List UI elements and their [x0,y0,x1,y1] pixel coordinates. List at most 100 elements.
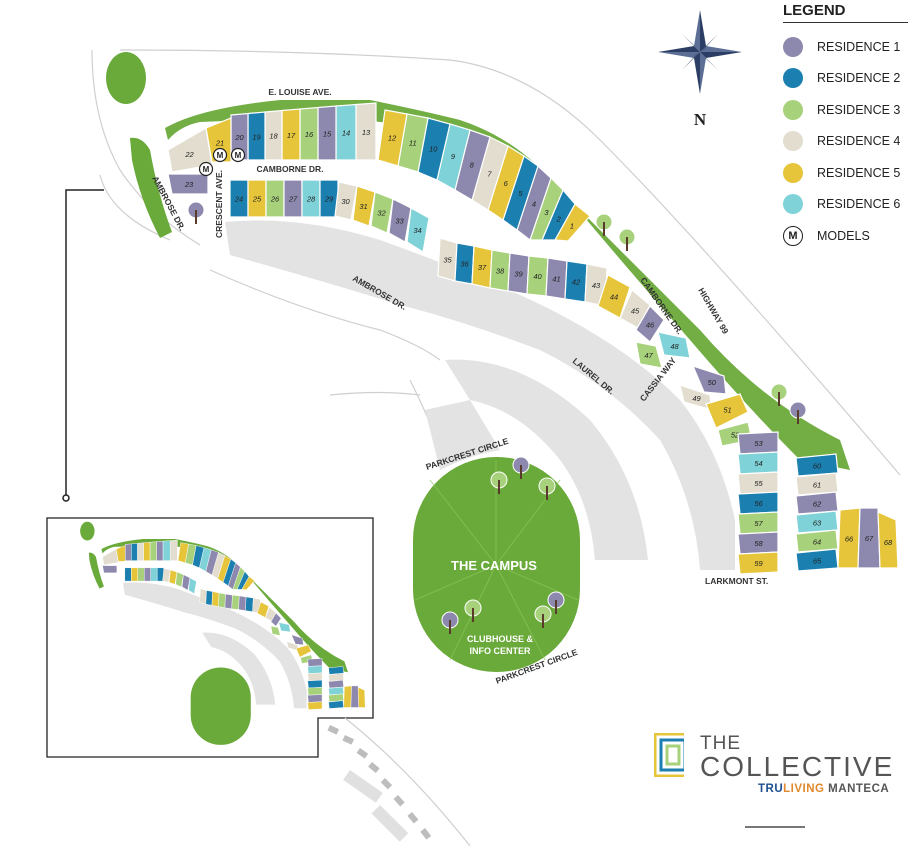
lot-65[interactable] [328,700,344,709]
lot-62[interactable] [795,491,839,515]
legend-swatch [783,68,803,89]
lot-number: 48 [670,342,679,351]
lot-38[interactable] [218,592,226,609]
tree-icon [512,456,530,479]
lot-35[interactable] [199,588,207,605]
lot-59[interactable] [737,551,779,575]
lot-34[interactable] [406,207,430,253]
lot-50[interactable] [691,365,727,395]
lot-16[interactable] [149,541,157,561]
lot-24[interactable] [124,567,132,582]
lot-20[interactable] [124,543,132,561]
lot-31[interactable] [352,185,376,227]
lot-number: 61 [813,480,821,489]
lot-31[interactable] [168,569,178,585]
lot-55[interactable] [307,672,323,682]
lot-40[interactable] [231,594,240,610]
lot-28[interactable] [150,567,158,582]
lot-48[interactable] [278,622,291,633]
tree-icon [441,611,459,634]
lot-30[interactable] [334,181,358,221]
lot-27[interactable] [144,567,151,582]
lot-50[interactable] [291,634,304,646]
lot-number: 9 [451,152,456,161]
lot-59[interactable] [307,701,323,710]
lot-64[interactable] [328,693,344,702]
model-marker[interactable]: M [198,161,214,177]
lot-number: 57 [754,519,763,528]
lot-13[interactable] [169,539,178,561]
street-highway: HIGHWAY 99 [696,286,731,336]
lot-33[interactable] [181,574,191,591]
lot-19[interactable] [131,543,138,561]
lot-number: 10 [429,145,438,154]
lot-62[interactable] [328,679,344,689]
lot-42[interactable] [245,596,254,612]
lot-64[interactable] [795,529,839,553]
lot-23[interactable] [102,565,118,574]
brand-mark-icon [654,733,692,777]
lot-39[interactable] [224,593,233,610]
lot-66[interactable] [343,685,352,708]
lot-15[interactable] [156,540,164,561]
lot-61[interactable] [328,673,344,682]
lot-47[interactable] [635,341,663,369]
street-e-louise: E. LOUISE AVE. [268,87,331,97]
lot-22[interactable] [102,548,119,566]
lot-68[interactable] [877,511,899,569]
lot-63[interactable] [795,510,839,534]
lot-30[interactable] [162,568,171,583]
legend-swatch [783,131,803,152]
ambrose-buffer [130,137,172,238]
lot-25[interactable] [131,567,138,582]
lot-number: 18 [269,132,278,141]
lot-58[interactable] [307,694,323,703]
lot-37[interactable] [211,591,220,607]
model-marker[interactable]: M [212,147,228,163]
lot-41[interactable] [238,595,247,611]
legend-label: RESIDENCE 4 [817,134,901,149]
lot-23[interactable] [167,173,209,195]
lot-68[interactable] [357,686,366,708]
lot-17[interactable] [143,542,151,561]
lot-46[interactable] [270,612,282,627]
lot-48[interactable] [657,331,691,359]
lot-14[interactable] [162,540,171,561]
compass-icon [658,10,742,94]
lot-61[interactable] [795,472,839,496]
lot-51[interactable] [295,644,312,658]
lot-47[interactable] [270,625,281,636]
lot-number: 15 [323,129,332,138]
lot-56[interactable] [307,679,323,689]
lot-51[interactable] [705,393,749,429]
lot-60[interactable] [795,453,839,477]
clubhouse-line-1: CLUBHOUSE & [467,634,534,644]
tree-icon [490,471,508,494]
lot-12[interactable] [177,542,189,564]
lot-54[interactable] [307,665,323,674]
lot-53[interactable] [307,658,323,667]
lot-60[interactable] [328,666,344,675]
lot-number: 27 [288,195,298,204]
lot-number: 35 [443,256,452,265]
lot-number: 30 [341,197,350,206]
lot-12[interactable] [377,109,408,167]
lot-57[interactable] [307,687,323,696]
lot-number: 36 [460,260,469,269]
lot-number: 8 [470,160,475,169]
trees [187,201,807,634]
lot-32[interactable] [175,571,184,588]
lot-32[interactable] [370,191,394,234]
lot-26[interactable] [137,567,145,582]
lot-33[interactable] [388,198,412,243]
lot-36[interactable] [205,590,213,606]
lot-34[interactable] [188,577,197,595]
lot-46[interactable] [635,305,665,343]
lot-67[interactable] [350,685,360,708]
lot-63[interactable] [328,686,344,696]
model-marker[interactable]: M [230,147,246,163]
model-markers: M M M [198,147,246,177]
lot-22[interactable] [167,127,213,173]
lot-18[interactable] [137,542,144,561]
